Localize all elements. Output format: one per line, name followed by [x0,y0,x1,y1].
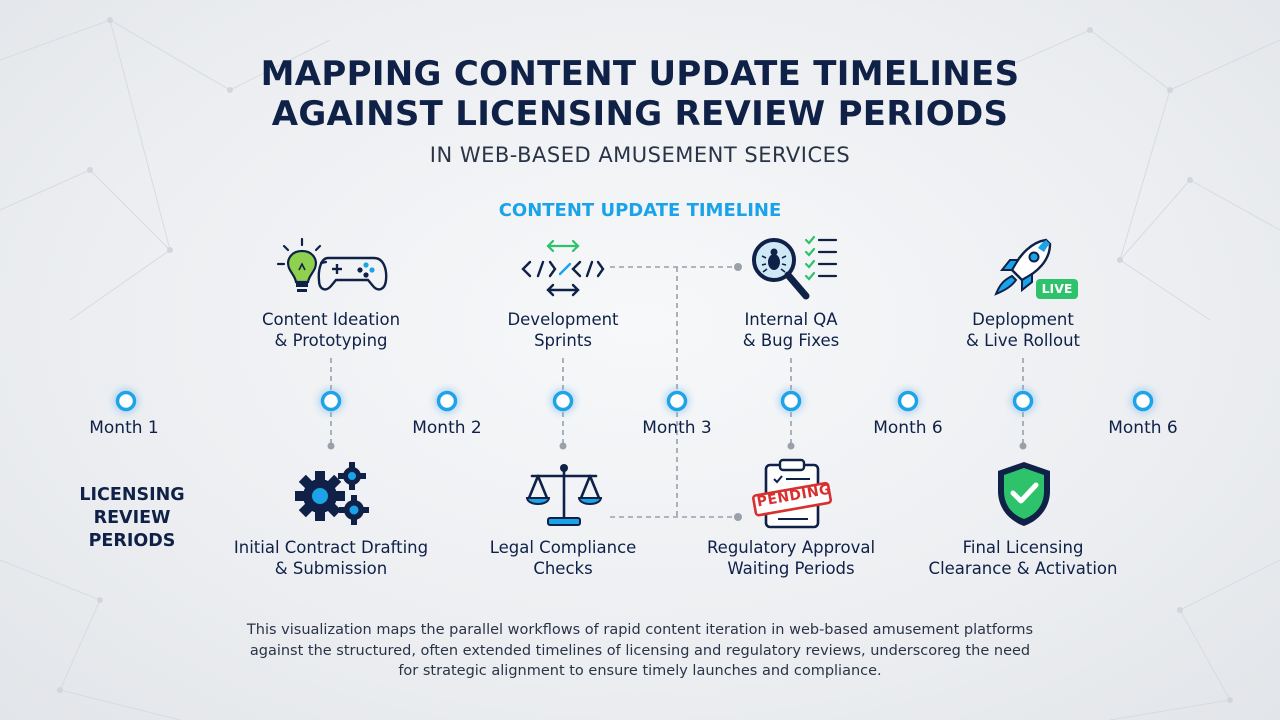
timeline-node-month-6a [897,390,919,412]
live-badge [1036,279,1078,299]
stage-ideation-label: Content Ideation& Prototyping [261,310,401,350]
shield-check-icon [998,462,1050,526]
month-label-3: Month 3 [642,418,712,438]
stage-deployment-label: Deplopment& Live Rollout [965,310,1081,350]
live-badge-text: LIVE [1041,281,1073,296]
clipboard-pending-icon [752,458,832,529]
month-label-5: Month 6 [1108,418,1178,438]
page-title-line-2: AGAINST LICENSING REVIEW PERIODS [271,94,1009,134]
timeline-node-month-3 [666,390,688,412]
description-paragraph: This visualization maps the parallel wor… [246,622,1034,679]
gears-icon [295,462,369,525]
month-label-1: Month 1 [89,418,159,438]
month-label-4: Month 6 [873,418,943,438]
rocket-live-icon [994,238,1078,299]
content-timeline-title: CONTENT UPDATE TIMELINE [498,200,782,221]
scales-icon [525,464,603,526]
magnifier-bug-checklist-icon [752,235,838,300]
dashed-connectors [330,266,1024,518]
page-subtitle: IN WEB-BASED AMUSEMENT SERVICES [429,143,851,167]
timeline-node-month-2 [436,390,458,412]
timeline-node-qa [780,390,802,412]
timeline-node-ideation [320,390,342,412]
page-title-line-1: MAPPING CONTENT UPDATE TIMELINES [260,54,1020,94]
timeline-node-month-1 [115,390,137,412]
lightbulb-gamepad-icon [276,237,388,292]
licensing-contract-label: Initial Contract Drafting& Submission [233,538,429,578]
stage-qa-label: Internal QA& Bug Fixes [742,310,840,350]
timeline-node-development [552,390,574,412]
code-icon [521,239,605,297]
timeline-node-deployment [1012,390,1034,412]
timeline-node-month-6b [1132,390,1154,412]
month-label-2: Month 2 [412,418,482,438]
